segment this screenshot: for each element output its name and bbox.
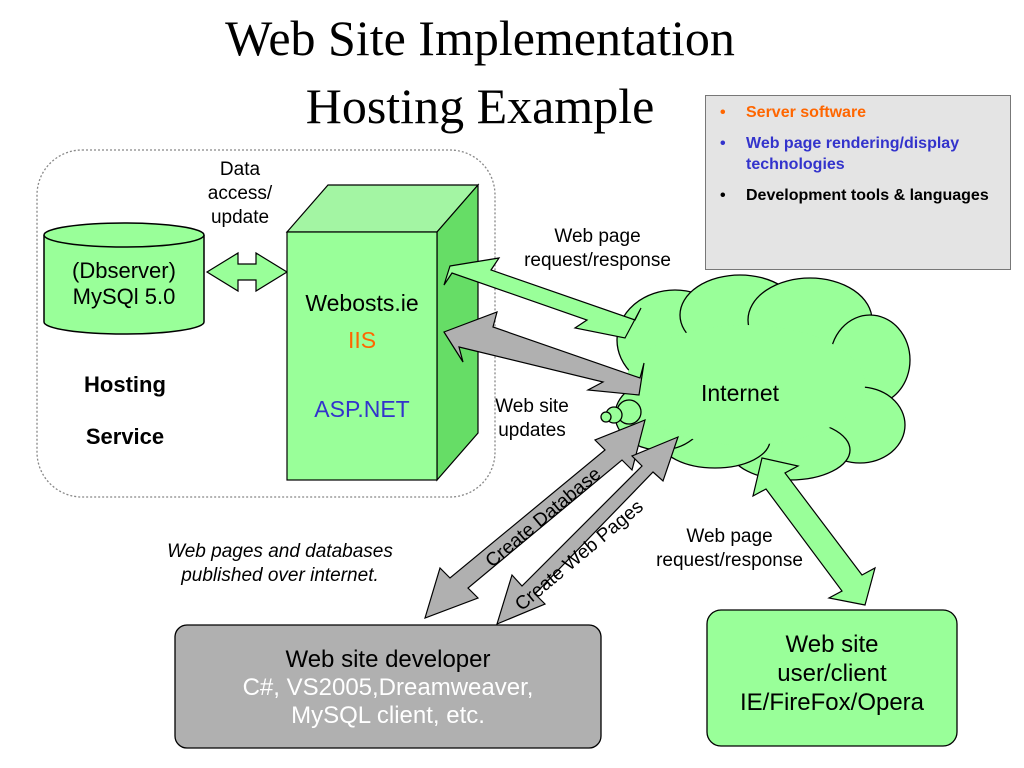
web-request-label-bottom: Web page request/response xyxy=(656,526,803,571)
legend-item-server-software: Server software xyxy=(716,102,1002,123)
web-request-arrow-bottom xyxy=(752,457,876,606)
hosting-service-boundary xyxy=(36,149,496,498)
page-title-line2: Hosting Example xyxy=(305,78,655,134)
page-title-line1: Web Site Implementation xyxy=(225,10,735,66)
published-note: Web pages and databases published over i… xyxy=(167,541,393,586)
data-access-double-arrow xyxy=(205,251,289,293)
legend-box: Server software Web page rendering/displ… xyxy=(705,95,1011,270)
server-name: Webosts.ie xyxy=(305,290,419,316)
developer-box xyxy=(174,624,602,749)
site-updates-arrow xyxy=(443,311,645,396)
create-web-pages-arrow xyxy=(496,435,679,626)
data-access-label: Data access/ update xyxy=(207,159,273,228)
legend-item-dev-tools: Development tools & languages xyxy=(716,185,1002,206)
create-database-arrow xyxy=(424,419,646,619)
client-box xyxy=(706,609,958,747)
server-software-iis: IIS xyxy=(347,327,377,353)
developer-tools: C#, VS2005,Dreamweaver, xyxy=(242,674,534,701)
database-label: (Dbserver) MySQl 5.0 xyxy=(72,258,176,309)
hosting-service-label: Hosting Service xyxy=(84,372,166,449)
developer-box-text: Web site developer C#, VS2005,Dreamweave… xyxy=(175,646,601,730)
server-box xyxy=(285,183,480,482)
developer-tools-more: MySQL client, etc. xyxy=(291,702,485,729)
server-technology-aspnet: ASP.NET xyxy=(314,396,410,422)
legend-item-rendering-tech: Web page rendering/display technologies xyxy=(716,133,1002,175)
developer-title: Web site developer xyxy=(285,646,491,673)
internet-label: Internet xyxy=(701,380,779,406)
web-request-label-top: Web page request/response xyxy=(524,226,671,271)
web-request-arrow-top xyxy=(443,257,642,339)
client-box-text: Web site user/client IE/FireFox/Opera xyxy=(739,631,925,716)
site-updates-label: Web site updates xyxy=(495,396,569,441)
database-cylinder xyxy=(43,222,205,335)
